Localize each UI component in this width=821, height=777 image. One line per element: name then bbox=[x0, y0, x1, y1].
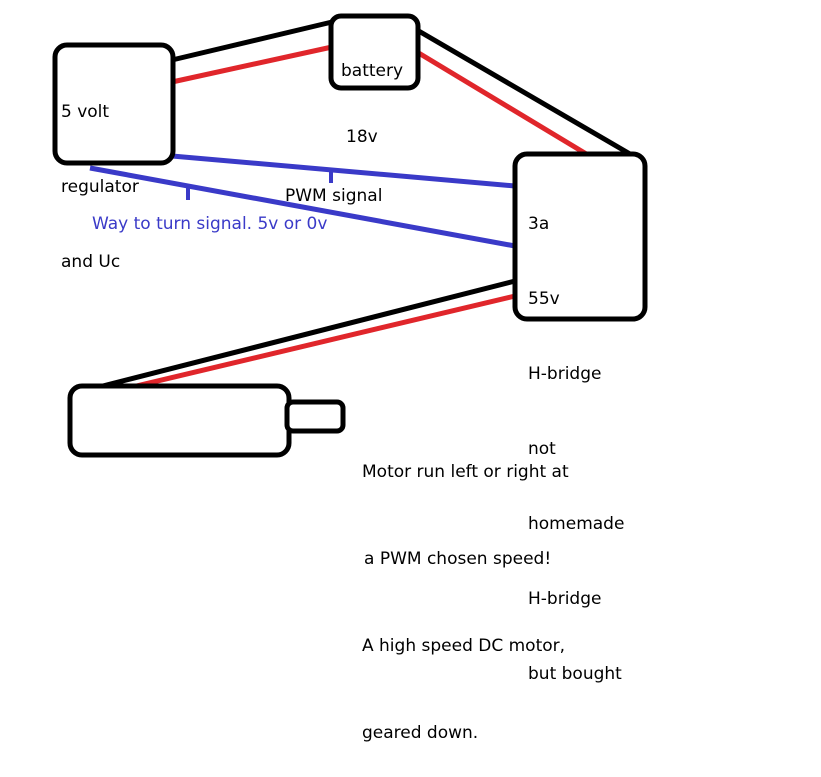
motor-note-line: A high speed DC motor, bbox=[362, 636, 566, 656]
regulator-label-line: 5 volt bbox=[61, 102, 110, 122]
wire-regulator-battery-ground bbox=[171, 19, 333, 63]
wire-battery-hbridge-ground bbox=[415, 27, 632, 157]
battery-box bbox=[328, 13, 421, 91]
regulator-label-line: regulator bbox=[61, 177, 139, 197]
wire-regulator-battery-positive bbox=[171, 44, 333, 85]
hbridge-label-line: not bbox=[528, 439, 556, 459]
hbridge-label-line: H-bridge bbox=[528, 364, 602, 384]
hbridge-box bbox=[512, 151, 648, 322]
turn-signal-label: Way to turn signal. 5v or 0v bbox=[92, 214, 328, 234]
regulator-label: 5 volt regulator and Uc bbox=[61, 50, 139, 300]
regulator-label-line: and Uc bbox=[61, 252, 121, 272]
wire-hbridge-motor-positive bbox=[127, 293, 516, 391]
motor-note-line: geared down. bbox=[362, 723, 479, 743]
pwm-signal-label: PWM signal bbox=[285, 186, 383, 206]
wire-pwm-signal bbox=[171, 153, 516, 189]
battery-label-line: 18v bbox=[346, 127, 378, 147]
motor-note-line: Motor run left or right at bbox=[362, 462, 569, 482]
motor-note: Motor run left or right at a PWM chosen … bbox=[362, 400, 569, 777]
wire-hbridge-motor-ground bbox=[94, 278, 516, 391]
wire-turn-signal bbox=[89, 165, 516, 249]
hbridge-label-line: 55v bbox=[528, 289, 560, 309]
hbridge-label-line: 3a bbox=[528, 214, 550, 234]
wire-battery-hbridge-positive bbox=[415, 49, 590, 158]
motor-note-line: a PWM chosen speed! bbox=[364, 549, 552, 569]
battery-label-line: battery bbox=[341, 61, 404, 81]
motor-body bbox=[67, 383, 292, 458]
hbridge-label-line: homemade bbox=[528, 514, 625, 534]
battery-label: battery 18v bbox=[341, 16, 403, 170]
regulator-box bbox=[52, 42, 176, 166]
wiring-diagram bbox=[52, 13, 648, 458]
motor-shaft bbox=[284, 399, 346, 434]
